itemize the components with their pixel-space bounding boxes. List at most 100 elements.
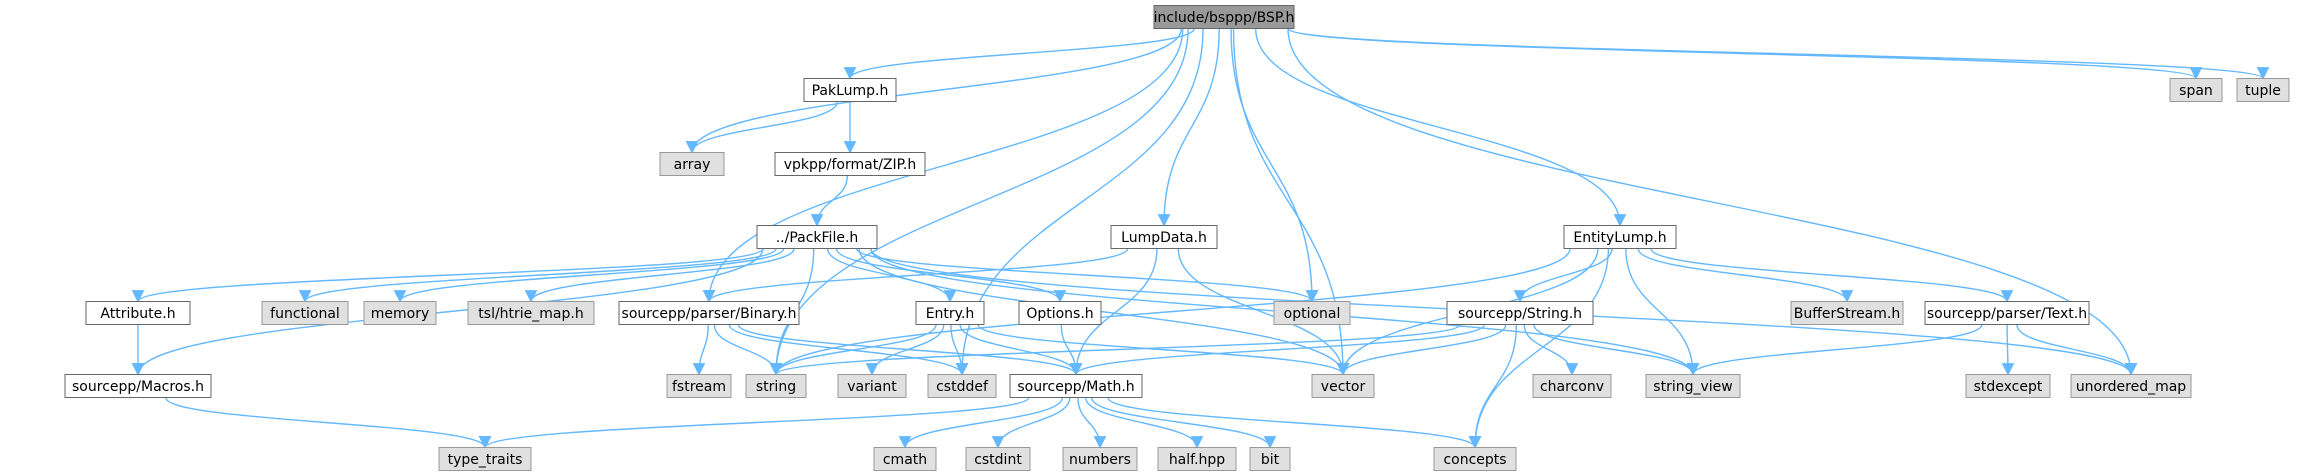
edge-packfile-to-entry	[826, 248, 957, 303]
node-bit: bit	[1249, 447, 1291, 471]
node-macros[interactable]: sourcepp/Macros.h	[64, 374, 212, 398]
node-lumpdata[interactable]: LumpData.h	[1110, 225, 1218, 249]
node-box-tuple	[2236, 78, 2290, 102]
node-vector: vector	[1311, 374, 1375, 398]
node-label-text: sourcepp/parser/Text.h	[1927, 306, 2087, 322]
edge-zip-to-packfile	[810, 175, 849, 227]
node-label-packfile: ../PackFile.h	[776, 230, 859, 246]
edge-math-to-halfhpp	[1084, 397, 1204, 449]
node-charconv: charconv	[1532, 374, 1612, 398]
edge-binary-to-math	[737, 324, 1083, 376]
node-label-options: Options.h	[1026, 306, 1093, 322]
node-fstream: fstream	[666, 374, 732, 398]
edge-lumpdata-to-math	[1069, 248, 1158, 376]
node-box-halfhpp	[1157, 447, 1237, 471]
node-box-array	[659, 152, 725, 176]
edge-binary-to-string	[713, 324, 783, 376]
node-box-cstdint	[965, 447, 1031, 471]
edge-string_h-to-string_view	[1533, 324, 1700, 376]
edge-string_h-to-math	[1069, 324, 1486, 376]
edge-math-to-type_traits	[478, 396, 1030, 449]
node-box-span	[2169, 78, 2223, 102]
node-box-text	[1924, 301, 2090, 325]
edge-root-to-tuple	[1287, 27, 2269, 80]
node-label-root: include/bsppp/BSP.h	[1154, 10, 1295, 26]
edge-root-to-entitylump	[1254, 28, 1627, 227]
node-label-span: span	[2179, 83, 2213, 99]
edge-binary-to-fstream	[692, 324, 709, 376]
node-box-optional	[1273, 301, 1351, 325]
node-span: span	[2169, 78, 2223, 102]
edge-entry-to-math	[959, 324, 1083, 376]
node-string: string	[745, 374, 807, 398]
edge-math-to-numbers	[1077, 397, 1107, 449]
node-options[interactable]: Options.h	[1018, 301, 1102, 325]
node-memory: memory	[363, 301, 437, 325]
node-box-lumpdata	[1110, 225, 1218, 249]
node-label-string_h: sourcepp/String.h	[1458, 306, 1582, 322]
node-box-cstddef	[927, 374, 997, 398]
node-box-paklump	[803, 78, 897, 102]
edge-macros-to-type_traits	[165, 397, 492, 449]
node-box-concepts	[1433, 447, 1517, 471]
node-paklump[interactable]: PakLump.h	[803, 78, 897, 102]
node-functional: functional	[261, 301, 349, 325]
node-entry[interactable]: Entry.h	[915, 301, 985, 325]
node-label-htrie: tsl/htrie_map.h	[478, 306, 583, 322]
node-box-unordered_map	[2070, 374, 2192, 398]
node-label-cstddef: cstddef	[936, 379, 989, 395]
edge-text-to-string_view	[1686, 324, 1983, 376]
node-label-stdexcept: stdexcept	[1974, 379, 2043, 395]
node-label-halfhpp: half.hpp	[1169, 452, 1225, 468]
node-box-memory	[363, 301, 437, 325]
edge-packfile-to-options	[835, 248, 1067, 303]
edge-entitylump-to-string_view	[1625, 248, 1700, 376]
node-entitylump[interactable]: EntityLump.h	[1563, 225, 1677, 249]
node-type_traits: type_traits	[438, 447, 532, 471]
node-label-zip: vpkpp/format/ZIP.h	[784, 157, 917, 173]
node-label-cmath: cmath	[883, 452, 927, 468]
node-zip[interactable]: vpkpp/format/ZIP.h	[774, 152, 926, 176]
node-variant: variant	[837, 374, 907, 398]
edge-packfile-to-attribute	[131, 247, 764, 303]
node-label-functional: functional	[270, 306, 340, 322]
node-box-fstream	[666, 374, 732, 398]
edge-text-to-stdexcept	[2001, 324, 2015, 376]
node-htrie: tsl/htrie_map.h	[467, 301, 595, 325]
edge-entitylump-to-bufferstream	[1637, 248, 1854, 303]
node-box-packfile	[756, 225, 878, 249]
node-label-cstdint: cstdint	[974, 452, 1022, 468]
node-box-macros	[64, 374, 212, 398]
node-box-string_h	[1446, 301, 1594, 325]
node-text[interactable]: sourcepp/parser/Text.h	[1924, 301, 2090, 325]
edge-string_h-to-vector	[1336, 324, 1507, 376]
node-attribute[interactable]: Attribute.h	[85, 301, 191, 325]
node-math[interactable]: sourcepp/Math.h	[1009, 374, 1143, 398]
node-box-root	[1153, 5, 1295, 29]
node-label-entitylump: EntityLump.h	[1573, 230, 1666, 246]
node-string_view: string_view	[1645, 374, 1741, 398]
node-label-attribute: Attribute.h	[100, 306, 175, 322]
node-box-functional	[261, 301, 349, 325]
node-packfile[interactable]: ../PackFile.h	[756, 225, 878, 249]
node-label-type_traits: type_traits	[448, 452, 523, 468]
node-label-fstream: fstream	[672, 379, 726, 395]
node-string_h[interactable]: sourcepp/String.h	[1446, 301, 1594, 325]
node-box-attribute	[85, 301, 191, 325]
node-box-binary	[618, 301, 800, 325]
node-label-array: array	[674, 157, 711, 173]
node-label-macros: sourcepp/Macros.h	[72, 379, 204, 395]
node-box-entry	[915, 301, 985, 325]
edge-string_h-to-string	[770, 323, 1462, 376]
edge-lumpdata-to-vector	[1177, 248, 1350, 376]
edge-math-to-concepts	[1107, 397, 1482, 449]
node-binary[interactable]: sourcepp/parser/Binary.h	[618, 301, 800, 325]
edge-entitylump-to-concepts	[1468, 248, 1610, 449]
node-root[interactable]: include/bsppp/BSP.h	[1153, 5, 1295, 29]
node-box-zip	[774, 152, 926, 176]
edge-root-to-array	[685, 28, 1183, 154]
edge-string_h-to-charconv	[1523, 324, 1579, 376]
edge-entry-to-vector	[977, 324, 1350, 376]
node-label-concepts: concepts	[1443, 452, 1506, 468]
